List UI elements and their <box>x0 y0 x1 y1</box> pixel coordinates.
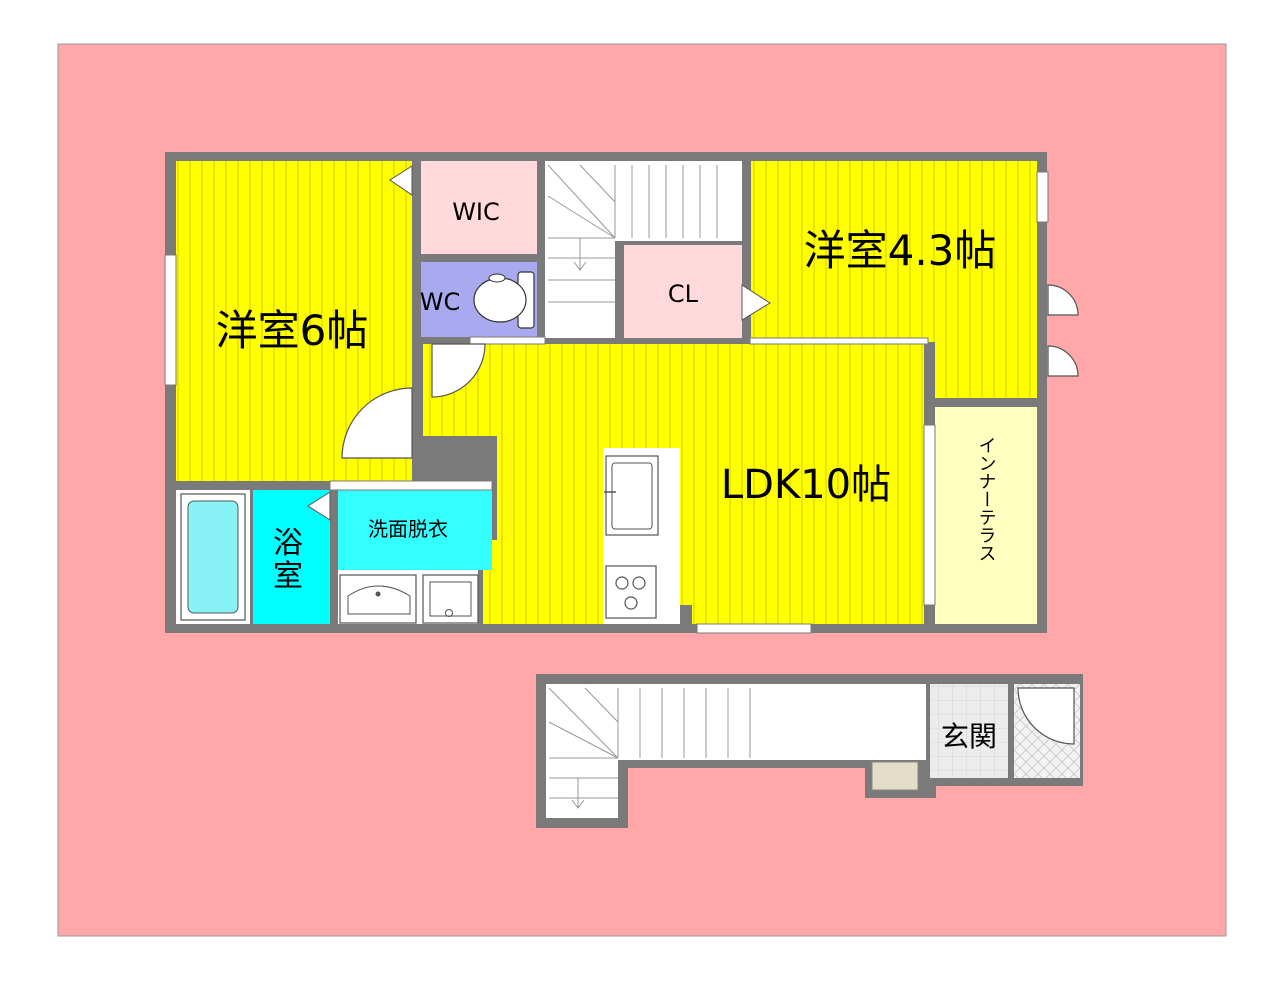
door-western-6 <box>341 387 413 459</box>
label-bath-1: 浴 <box>273 526 303 561</box>
door-entrance <box>1017 687 1075 745</box>
stairwell-upper <box>545 161 742 241</box>
label-entrance: 玄関 <box>941 720 997 753</box>
label-bath-2: 室 <box>273 559 303 594</box>
entrance-hall <box>776 684 926 760</box>
door-wic <box>389 165 413 196</box>
room-entrance <box>930 684 1008 778</box>
stairs-icon <box>548 687 751 809</box>
window-terrace <box>923 424 936 606</box>
room-washroom <box>338 490 492 570</box>
kitchen-sink-icon <box>604 455 659 536</box>
label-inner-terrace: インナーテラス <box>976 436 997 562</box>
label-western-6: 洋室6帖 <box>216 306 369 355</box>
label-ldk: LDK10帖 <box>721 462 891 508</box>
room-western-43 <box>751 161 1037 342</box>
sliding-door-ldk-top <box>749 337 929 345</box>
label-western-43: 洋室4.3帖 <box>804 226 997 275</box>
door-bath <box>307 491 331 521</box>
stairs-icon <box>547 164 718 303</box>
window-west <box>164 254 177 386</box>
room-western-43-ext <box>935 338 1037 398</box>
sliding-door-wc <box>469 336 546 345</box>
stairwell-lower <box>546 684 776 760</box>
window-south <box>696 623 812 634</box>
washing-machine-icon <box>422 574 479 624</box>
room-wic <box>421 161 537 254</box>
shoe-box <box>871 761 919 791</box>
label-cl: CL <box>668 280 699 308</box>
label-wic: WIC <box>452 198 500 226</box>
toilet-icon <box>473 271 535 329</box>
stove-icon <box>605 565 657 619</box>
bathtub-icon <box>180 493 246 621</box>
sliding-door-wash <box>329 480 493 491</box>
room-inner-terrace <box>935 407 1037 624</box>
sink-icon <box>339 574 417 624</box>
door-cl <box>741 284 771 321</box>
label-washroom: 洗面脱衣 <box>368 517 448 541</box>
stairwell-lower-part <box>546 760 618 818</box>
door-east-1 <box>1047 284 1079 316</box>
room-cl <box>624 245 742 338</box>
door-ldk-hall <box>431 343 486 398</box>
label-wc: WC <box>420 288 461 316</box>
door-east-2 <box>1047 345 1079 377</box>
window-east <box>1036 171 1049 223</box>
